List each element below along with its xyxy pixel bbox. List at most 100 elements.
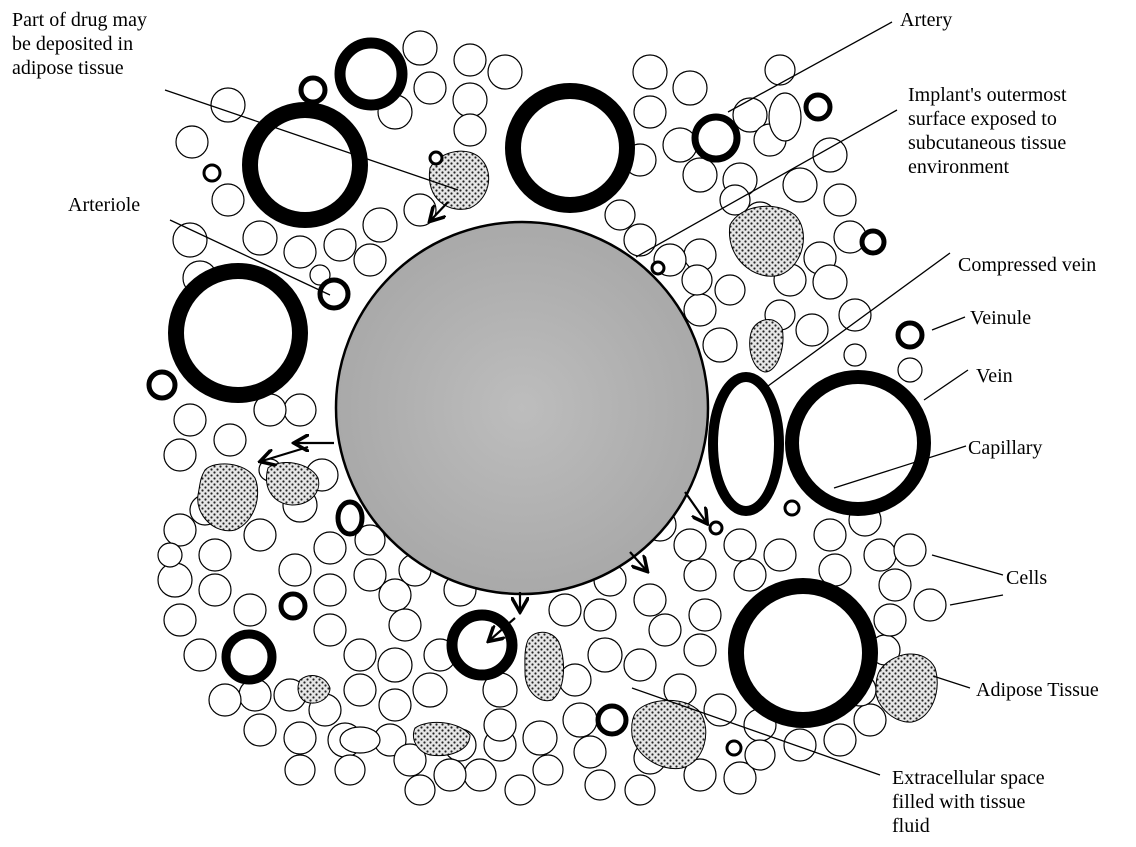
cell <box>574 736 606 768</box>
cell <box>624 224 656 256</box>
cell <box>783 168 817 202</box>
label-drug-deposit: Part of drug may be deposited in adipose… <box>12 8 212 80</box>
cell <box>874 604 906 636</box>
cell <box>389 609 421 641</box>
cell <box>663 128 697 162</box>
adipose-blob <box>525 632 564 700</box>
cell <box>625 775 655 805</box>
small-artery-vessel <box>226 634 272 680</box>
cell <box>158 543 182 567</box>
cell <box>505 775 535 805</box>
cell <box>879 569 911 601</box>
arteriole-vessel <box>176 271 300 395</box>
veinule-vessel <box>898 323 922 347</box>
cell <box>703 328 737 362</box>
cell <box>684 634 716 666</box>
artery-vessel <box>736 586 870 720</box>
vein-vessel <box>792 377 924 509</box>
cell <box>284 394 316 426</box>
implant <box>336 222 708 594</box>
cell <box>404 194 436 226</box>
cell <box>434 759 466 791</box>
cell <box>796 314 828 346</box>
cell <box>715 275 745 305</box>
label-adipose-tissue: Adipose Tissue <box>976 678 1099 702</box>
cell <box>405 775 435 805</box>
cell <box>605 200 635 230</box>
cell <box>674 529 706 561</box>
cell <box>164 514 196 546</box>
cell <box>734 559 766 591</box>
cell <box>585 770 615 800</box>
cell <box>684 294 716 326</box>
cell <box>844 344 866 366</box>
leader-cells-2 <box>950 595 1003 605</box>
cell <box>340 727 380 753</box>
release-arrow <box>262 447 308 461</box>
cell <box>414 72 446 104</box>
release-arrow <box>685 492 706 522</box>
adipose-blob <box>198 464 258 531</box>
cell <box>363 208 397 242</box>
veinule-vessel <box>149 372 175 398</box>
cell <box>765 55 795 85</box>
cell <box>378 648 412 682</box>
leader-veinule <box>932 317 965 330</box>
cell <box>673 71 707 105</box>
cell <box>284 236 316 268</box>
cell <box>413 673 447 707</box>
cell <box>403 31 437 65</box>
capillary-vessel <box>652 262 664 274</box>
leader-cells-1 <box>932 555 1003 575</box>
cell <box>211 88 245 122</box>
cell <box>199 574 231 606</box>
cell <box>454 44 486 76</box>
cell <box>209 684 241 716</box>
label-implant-surface: Implant's outermost surface exposed to s… <box>908 83 1128 179</box>
cell <box>649 614 681 646</box>
cell <box>523 721 557 755</box>
capillary-vessel <box>785 501 799 515</box>
small-artery-vessel <box>695 117 737 159</box>
veinule-vessel <box>862 231 884 253</box>
cell <box>633 55 667 89</box>
cell <box>214 424 246 456</box>
cell <box>164 439 196 471</box>
cell <box>454 114 486 146</box>
cell <box>279 554 311 586</box>
cell <box>199 539 231 571</box>
cell <box>549 594 581 626</box>
cell <box>894 534 926 566</box>
cell <box>683 158 717 192</box>
adipose-blob <box>298 676 330 703</box>
cell <box>624 649 656 681</box>
leader-vein <box>924 370 968 400</box>
veinule-vessel <box>281 594 305 618</box>
label-cells: Cells <box>1006 566 1047 590</box>
cell <box>324 229 356 261</box>
cell <box>864 539 896 571</box>
label-artery: Artery <box>900 8 952 32</box>
label-vein: Vein <box>976 364 1013 388</box>
cell <box>704 694 736 726</box>
cell <box>173 223 207 257</box>
label-veinule: Veinule <box>970 306 1031 330</box>
cell <box>898 358 922 382</box>
veinule-vessel <box>320 280 348 308</box>
cell <box>769 93 801 141</box>
cell <box>234 594 266 626</box>
cell <box>176 126 208 158</box>
cell <box>813 265 847 299</box>
cell <box>682 265 712 295</box>
veinule-vessel <box>727 741 741 755</box>
veinule-vessel <box>806 95 830 119</box>
artery-vessel <box>250 110 360 220</box>
cell <box>824 724 856 756</box>
capillary-vessel <box>430 152 442 164</box>
cell <box>724 529 756 561</box>
cell <box>285 755 315 785</box>
veinule-vessel <box>598 706 626 734</box>
cell <box>684 559 716 591</box>
cell <box>453 83 487 117</box>
cell <box>212 184 244 216</box>
